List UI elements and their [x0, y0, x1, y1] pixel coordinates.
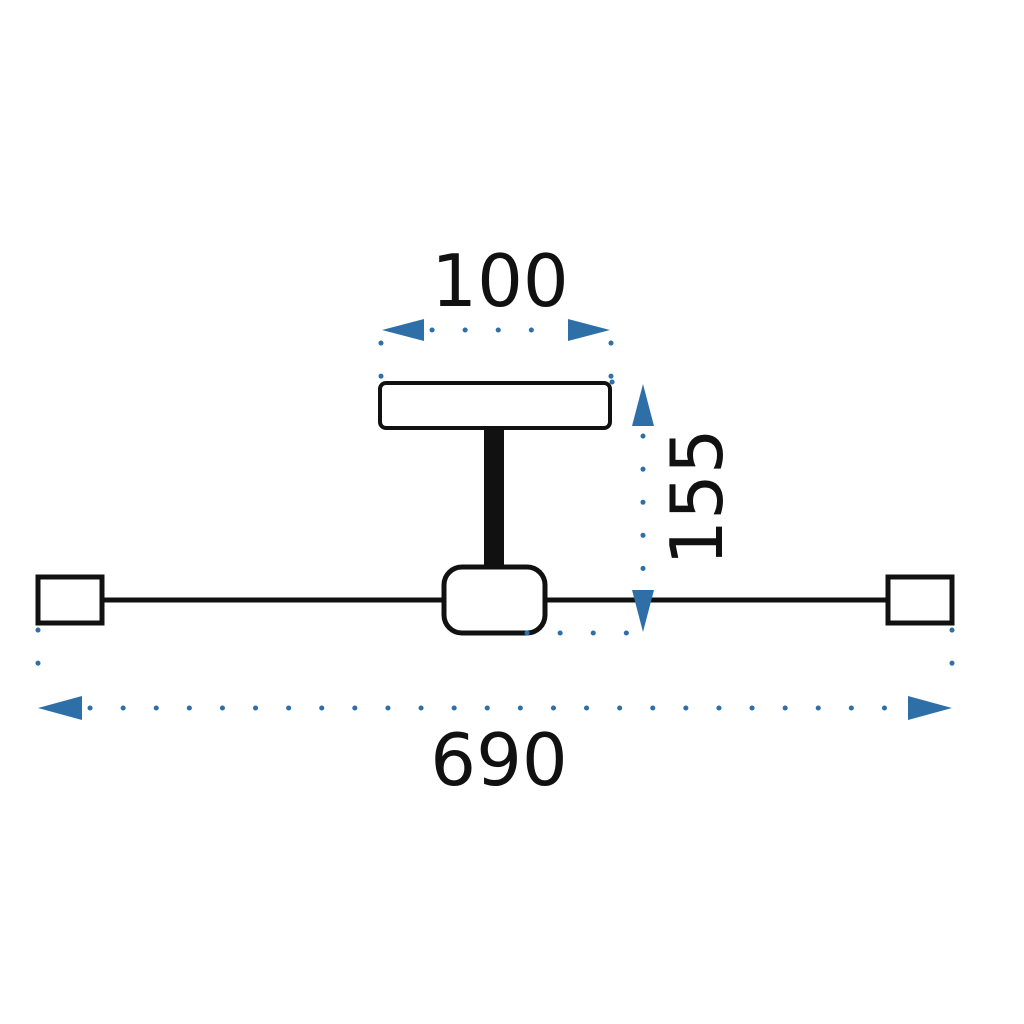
right-lamp-holder: [885, 574, 955, 626]
left-lamp-holder: [35, 574, 105, 626]
dimension-arrows: [38, 319, 952, 720]
central-hub: [441, 564, 548, 636]
arrow-right-icon: [908, 696, 952, 720]
height-label: 155: [655, 428, 739, 565]
arrow-up-icon: [632, 384, 654, 426]
arrow-down-icon: [632, 590, 654, 632]
total-width-label: 690: [430, 718, 567, 802]
stem: [484, 428, 504, 568]
ceiling-canopy: [378, 381, 612, 430]
dimension-guides: [35, 327, 955, 711]
canopy-width-label: 100: [431, 239, 568, 323]
arrow-right-icon: [568, 319, 610, 341]
arrow-left-icon: [38, 696, 82, 720]
lamp-outline: [35, 381, 955, 636]
arrow-left-icon: [382, 319, 424, 341]
